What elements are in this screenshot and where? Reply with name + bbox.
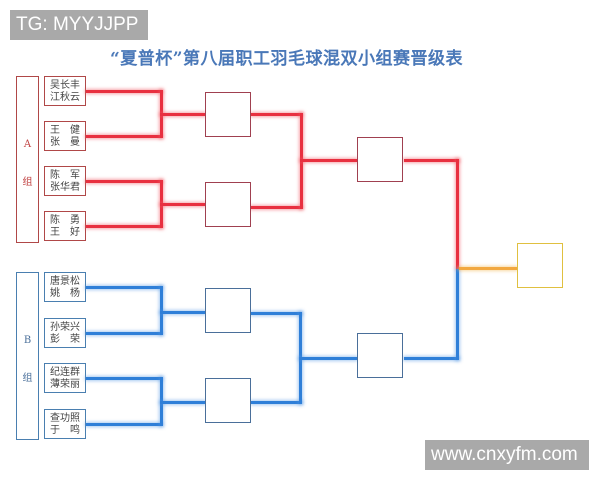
watermark-bottom-right: www.cnxyfm.com <box>425 440 589 470</box>
final-slot <box>517 243 563 288</box>
round2-slot-a2 <box>205 182 251 227</box>
bracket-line <box>251 206 302 209</box>
team-player: 陈 勇 <box>50 215 80 226</box>
team-player: 彭 荣 <box>50 334 80 345</box>
team-player: 张 曼 <box>50 137 80 148</box>
team-player: 江秋云 <box>50 92 80 103</box>
team-player: 张华君 <box>50 182 80 193</box>
bracket-line <box>160 286 163 335</box>
round2-slot-a1 <box>205 92 251 137</box>
bracket-line <box>160 113 205 116</box>
bracket-line <box>86 225 162 228</box>
round3-slot-a <box>357 137 403 182</box>
team-player: 吴长丰 <box>50 80 80 91</box>
bracket-line <box>404 357 459 360</box>
bracket-line <box>251 401 302 404</box>
team-b2: 孙荣兴 彭 荣 <box>44 318 86 348</box>
group-b-letter: B <box>23 335 32 346</box>
bracket-line <box>160 203 205 206</box>
team-player: 薄荣丽 <box>50 379 80 390</box>
team-player: 唐景松 <box>50 276 80 287</box>
final-line <box>459 267 517 270</box>
page-title: “夏普杯”第八届职工羽毛球混双小组赛晋级表 <box>110 49 464 69</box>
group-a-letter: A <box>23 139 32 150</box>
bracket-line <box>86 286 162 289</box>
bracket-line <box>404 159 459 162</box>
team-player: 于 鸣 <box>50 425 80 436</box>
bracket-line <box>251 312 302 315</box>
round2-slot-b1 <box>205 288 251 333</box>
round2-slot-b2 <box>205 378 251 423</box>
bracket-line <box>86 135 162 138</box>
team-player: 查功照 <box>50 413 80 424</box>
watermark-top-left: TG: MYYJJPP <box>10 10 148 40</box>
bracket-line <box>86 377 162 380</box>
team-b4: 查功照 于 鸣 <box>44 409 86 439</box>
team-a4: 陈 勇 王 好 <box>44 211 86 241</box>
bracket-line <box>86 332 162 335</box>
group-a-char: 组 <box>22 177 33 188</box>
team-player: 王 健 <box>50 125 80 136</box>
team-a1: 吴长丰 江秋云 <box>44 76 86 106</box>
team-player: 孙荣兴 <box>50 322 80 333</box>
bracket-line <box>299 357 357 360</box>
bracket-line <box>160 311 205 314</box>
group-a-column: A 组 <box>16 76 39 243</box>
team-b3: 纪连群 薄荣丽 <box>44 363 86 393</box>
team-a2: 王 健 张 曼 <box>44 121 86 151</box>
bracket-line <box>86 180 162 183</box>
bracket-line <box>86 423 162 426</box>
bracket-line <box>300 159 357 162</box>
bracket-line <box>456 159 459 269</box>
team-a3: 陈 军 张华君 <box>44 166 86 196</box>
bracket-line <box>160 401 205 404</box>
team-player: 王 好 <box>50 227 80 238</box>
team-player: 纪连群 <box>50 367 80 378</box>
group-b-char: 组 <box>22 373 33 384</box>
team-player: 陈 军 <box>50 170 80 181</box>
group-b-column: B 组 <box>16 272 39 440</box>
team-b1: 唐景松 姚 杨 <box>44 272 86 302</box>
bracket-line <box>456 269 459 360</box>
team-player: 姚 杨 <box>50 288 80 299</box>
bracket-line <box>86 90 162 93</box>
bracket-line <box>251 113 302 116</box>
round3-slot-b <box>357 333 403 378</box>
